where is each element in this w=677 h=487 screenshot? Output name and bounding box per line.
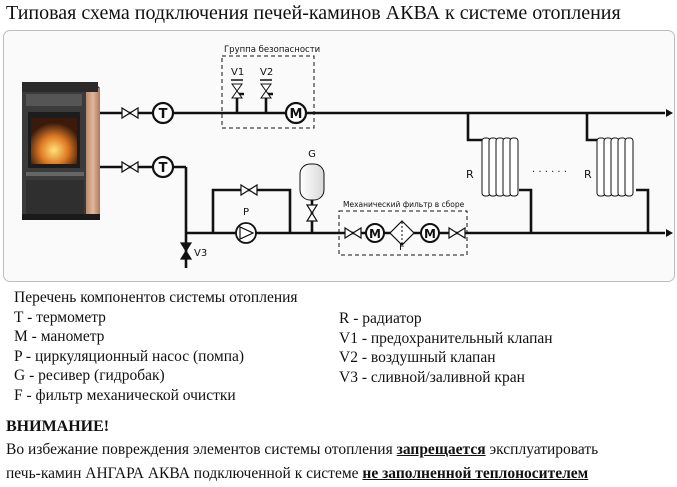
svg-text:P: P	[243, 207, 249, 218]
warning-emphasis: не заполненной теплоносителем	[362, 465, 589, 482]
svg-text:V1: V1	[231, 67, 244, 78]
legend-item: G - ресивер (гидробак)	[14, 367, 165, 384]
legend-item: V2 - воздушный клапан	[339, 349, 496, 366]
svg-text:F: F	[399, 242, 405, 253]
radiator-ellipsis: · · · · · ·	[532, 167, 567, 178]
safety-group-box	[221, 55, 315, 129]
filter-group-label: Механический фильтр в сборе	[343, 200, 465, 209]
receiver-tank: G	[299, 149, 325, 201]
safety-group-label: Группа безопасности	[224, 45, 320, 55]
valve-bypass	[240, 183, 258, 197]
legend-item: M - манометр	[14, 328, 105, 345]
flow-arrow-supply	[666, 109, 673, 117]
valve-filter-in	[344, 226, 362, 240]
legend-item: V3 - сливной/заливной кран	[339, 368, 525, 386]
svg-text:M: M	[290, 107, 303, 122]
circulation-pump: P	[235, 207, 257, 244]
v3-label: V3	[194, 248, 207, 259]
thermometer-supply: T	[151, 101, 175, 125]
legend-item: R - радиатор	[339, 310, 422, 327]
stove-fireplace	[22, 82, 100, 220]
page-title: Типовая схема подключения печей-каминов …	[6, 2, 621, 24]
manometer-safety: M	[284, 101, 308, 125]
thermometer-return: T	[151, 155, 175, 179]
warning-heading: ВНИМАНИЕ!	[6, 418, 110, 435]
valve-receiver	[305, 204, 319, 222]
svg-text:T: T	[159, 161, 168, 176]
pipes	[100, 92, 665, 268]
safety-valve-v1: V1	[231, 67, 244, 99]
flow-arrow-return	[666, 229, 673, 237]
legend-item: P - циркуляционный насос (помпа)	[14, 347, 245, 365]
radiator-1-label: R	[466, 168, 474, 181]
valve-return	[121, 160, 139, 174]
warning-line-1: Во избежание повреждения элементов систе…	[6, 441, 599, 458]
heating-scheme-diagram: T T Группа безопасности V1 V2 M G P Меха…	[22, 45, 673, 268]
valve-filter-out	[448, 226, 466, 240]
radiator-1	[481, 137, 519, 197]
radiator-2	[596, 137, 634, 197]
warning-emphasis: запрещается	[396, 441, 486, 458]
air-valve-v2: V2	[260, 67, 273, 99]
svg-text:G: G	[308, 149, 316, 160]
legend-left: Перечень компонентов системы отопления T…	[14, 288, 298, 405]
svg-text:V2: V2	[260, 67, 273, 78]
legend-right: R - радиатор V1 - предохранительный клап…	[339, 309, 553, 387]
manometer-filter-out: M	[420, 223, 440, 243]
valve-v3-drain	[179, 242, 193, 260]
legend-item: V1 - предохранительный клапан	[339, 329, 553, 347]
warning-line-2: печь-камин АНГАРА АКВА подключенной к си…	[6, 465, 589, 482]
svg-text:M: M	[424, 227, 436, 241]
mechanical-filter: F	[389, 220, 415, 253]
valve-supply	[121, 106, 139, 120]
svg-text:M: M	[369, 227, 381, 241]
legend-item: F - фильтр механической очистки	[14, 386, 236, 404]
svg-text:T: T	[159, 107, 168, 122]
legend-heading: Перечень компонентов системы отопления	[14, 289, 298, 306]
radiator-2-label: R	[584, 168, 592, 181]
legend-item: T - термометр	[14, 308, 106, 326]
manometer-filter-in: M	[365, 223, 385, 243]
filter-group-box	[338, 210, 468, 256]
